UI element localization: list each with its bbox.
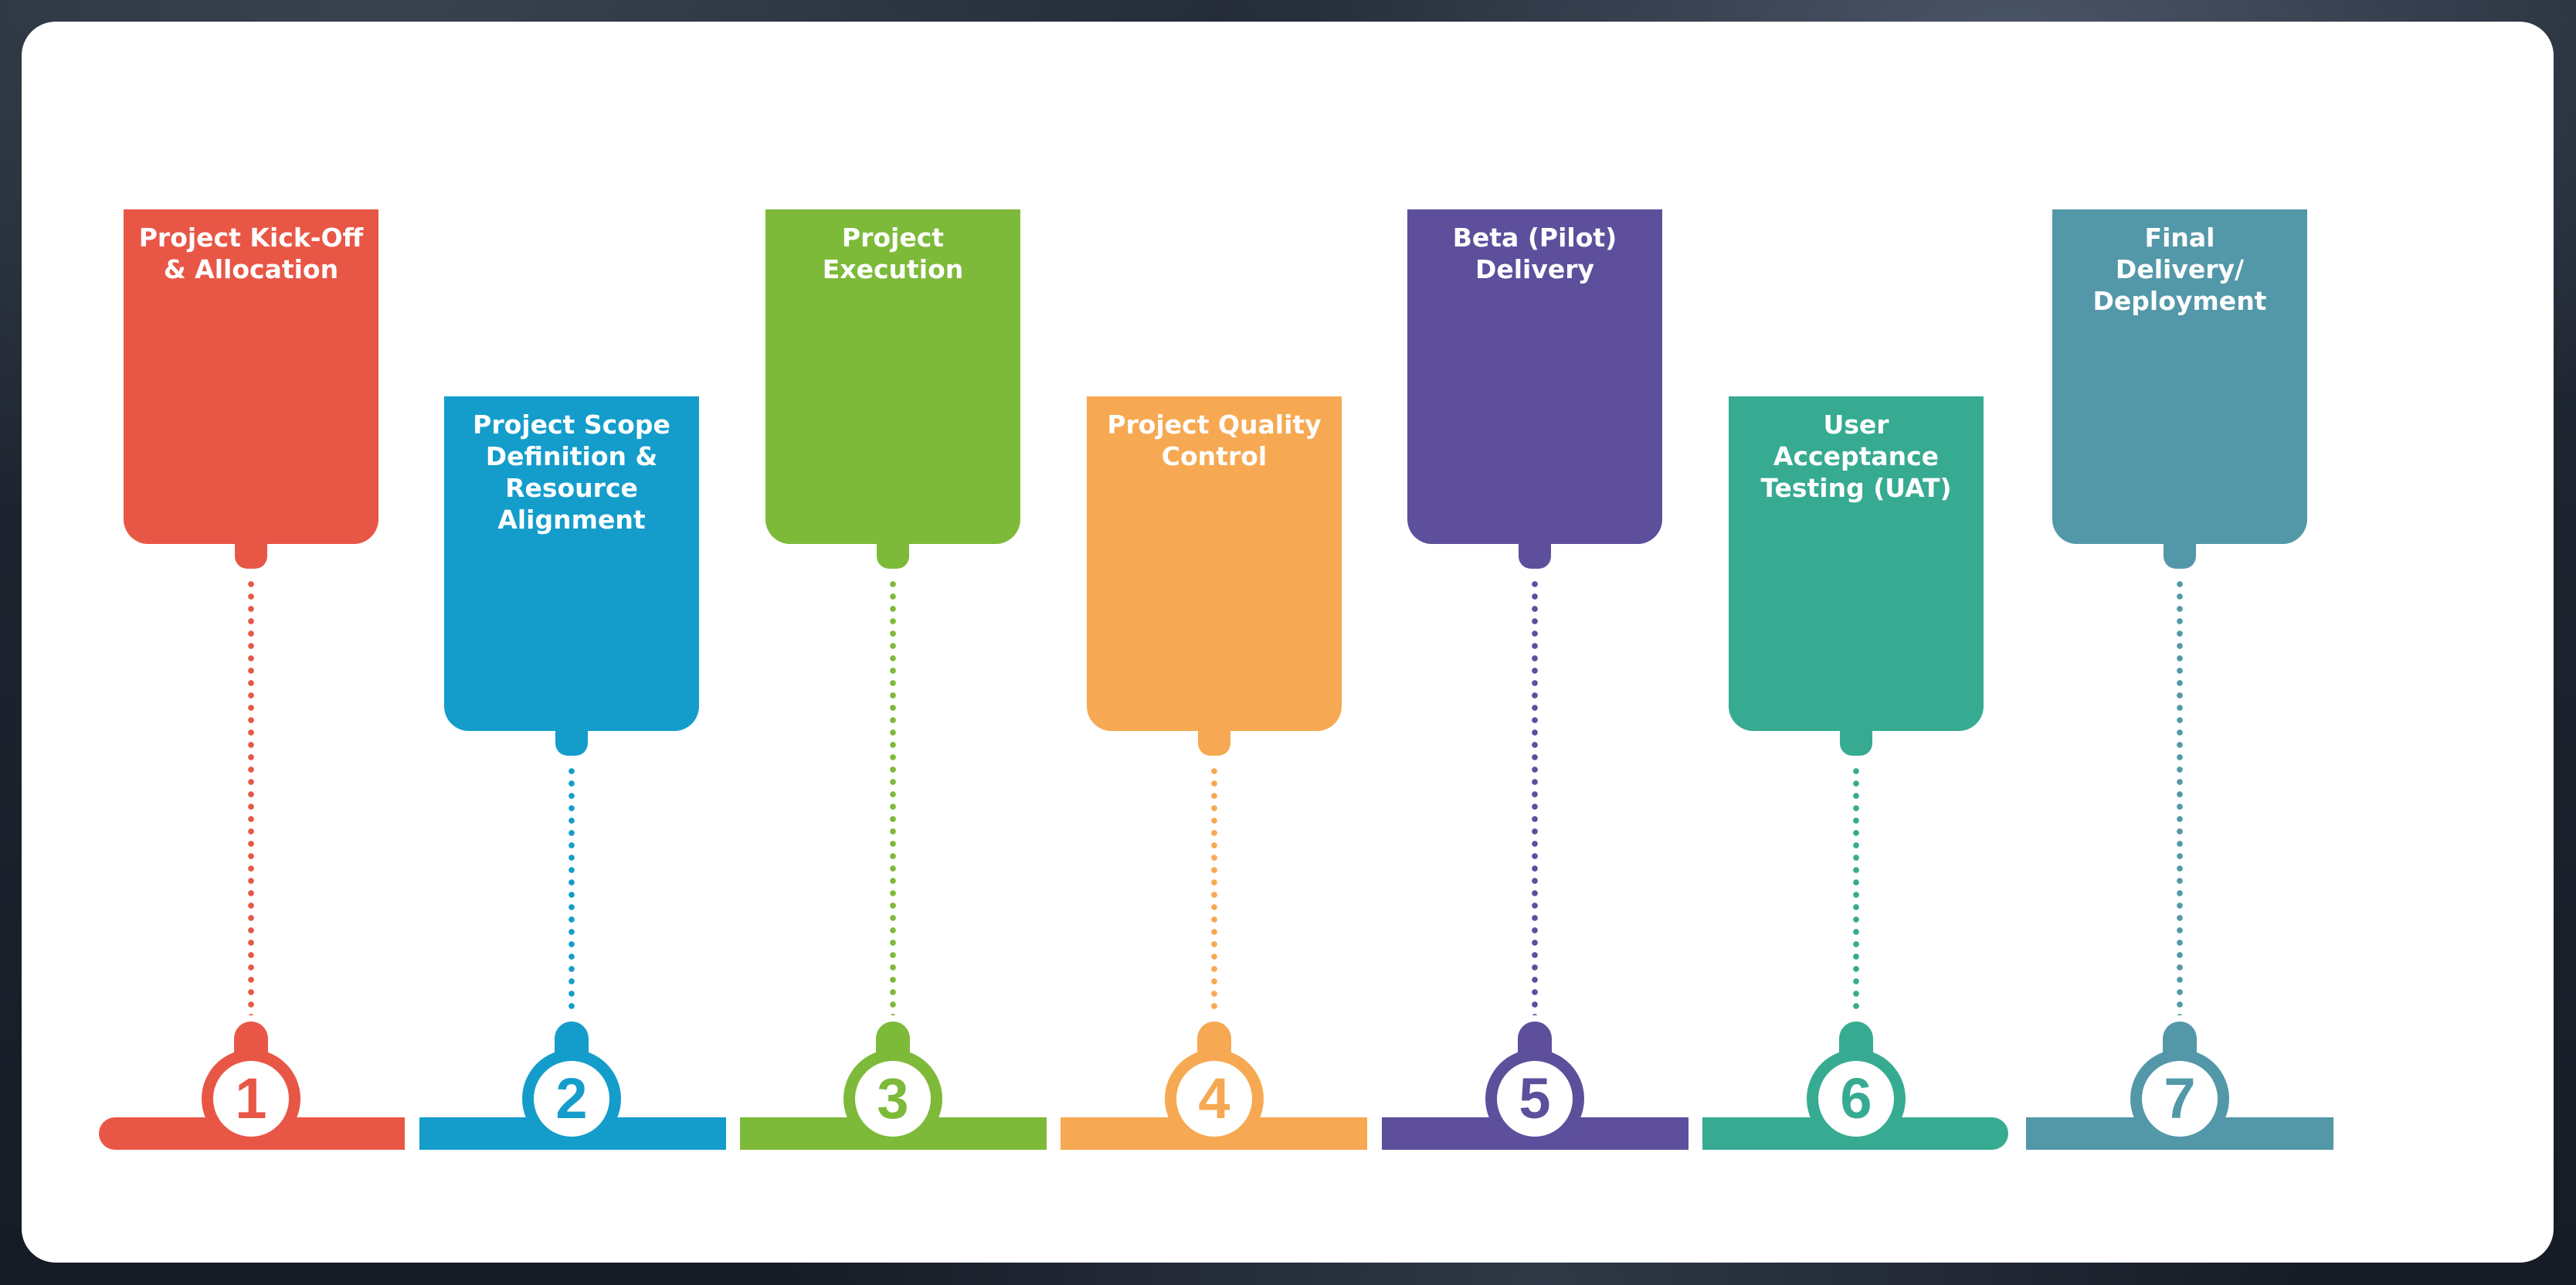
step-3-number-circle: 3 [843, 1049, 942, 1148]
step-4-connector [1211, 765, 1217, 1015]
step-6-number: 6 [1818, 1061, 1894, 1137]
step-6-label-line: Acceptance [1729, 440, 1984, 472]
step-5-box: Beta (Pilot) Delivery [1407, 209, 1662, 544]
step-6-number-circle: 6 [1807, 1049, 1906, 1148]
step-1-number-circle: 1 [202, 1049, 300, 1148]
step-7-connector [2177, 578, 2183, 1015]
step-4-number-circle: 4 [1165, 1049, 1264, 1148]
step-2-number-circle: 2 [522, 1049, 621, 1148]
step-3-connector [890, 578, 896, 1015]
step-2-label-line: Alignment [444, 504, 699, 535]
step-7-number: 7 [2142, 1061, 2218, 1137]
step-6-label-line: User [1729, 409, 1984, 440]
step-2-connector [568, 765, 575, 1015]
step-7-number-circle: 7 [2130, 1049, 2229, 1148]
step-3-label-line: Project [765, 222, 1020, 253]
step-4-number: 4 [1176, 1061, 1252, 1137]
step-7-label-line: Deployment [2052, 285, 2307, 317]
step-3-box: Project Execution [765, 209, 1020, 544]
step-6-tab [1840, 725, 1872, 756]
step-1-label-line: Project Kick-Off [124, 222, 378, 253]
step-7-label-line: Delivery/ [2052, 253, 2307, 285]
step-5-label-line: Beta (Pilot) [1407, 222, 1662, 253]
step-6-label-line: Testing (UAT) [1729, 472, 1984, 504]
step-5-number: 5 [1497, 1061, 1573, 1137]
step-2-label-line: Definition & [444, 440, 699, 472]
step-5-connector [1532, 578, 1538, 1015]
step-1-label-line: & Allocation [124, 253, 378, 285]
step-2-label-line: Resource [444, 472, 699, 504]
step-4-box: Project Quality Control [1087, 396, 1342, 731]
step-7-tab [2164, 538, 2196, 569]
step-5-label-line: Delivery [1407, 253, 1662, 285]
step-1-box: Project Kick-Off & Allocation [124, 209, 378, 544]
step-4-label-line: Control [1087, 440, 1342, 472]
step-5-tab [1519, 538, 1551, 569]
step-6-box: User Acceptance Testing (UAT) [1729, 396, 1984, 731]
step-2-label-line: Project Scope [444, 409, 699, 440]
step-3-label-line: Execution [765, 253, 1020, 285]
step-2-tab [555, 725, 588, 756]
step-1-number: 1 [213, 1061, 289, 1137]
step-5-number-circle: 5 [1485, 1049, 1584, 1148]
step-3-tab [877, 538, 909, 569]
step-2-box: Project Scope Definition & Resource Alig… [444, 396, 699, 731]
step-6-connector [1853, 765, 1859, 1015]
step-3-number: 3 [855, 1061, 931, 1137]
step-1-tab [235, 538, 267, 569]
step-7-label-line: Final [2052, 222, 2307, 253]
step-4-label-line: Project Quality [1087, 409, 1342, 440]
step-4-tab [1198, 725, 1230, 756]
step-2-number: 2 [534, 1061, 609, 1137]
step-7-box: Final Delivery/ Deployment [2052, 209, 2307, 544]
step-1-connector [248, 578, 254, 1015]
